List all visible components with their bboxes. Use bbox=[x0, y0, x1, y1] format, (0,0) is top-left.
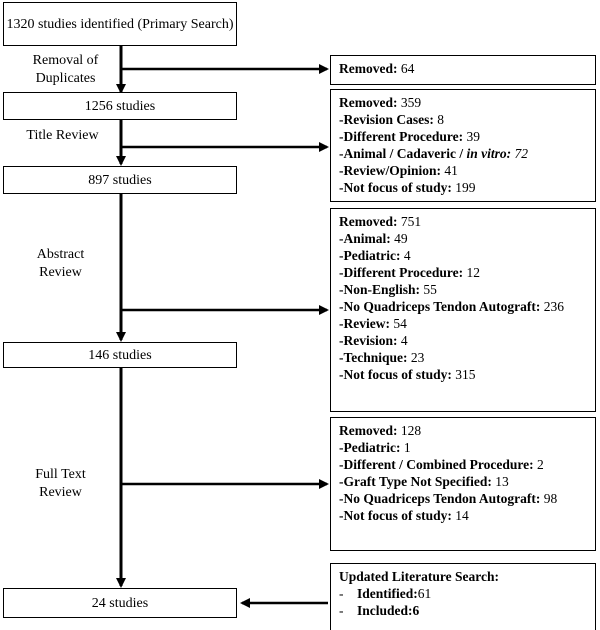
exclusion-item: -Not focus of study: 14 bbox=[339, 508, 469, 523]
exclusion-item: -Revision Cases: 8 bbox=[339, 112, 444, 127]
exclusion-item: -Different Procedure: 39 bbox=[339, 129, 480, 144]
step-label-abstract-review: Abstract Review bbox=[36, 247, 85, 280]
stage-box-after-abstract-review: 146 studies bbox=[3, 342, 237, 368]
exclusion-heading: Removed: bbox=[339, 214, 398, 229]
exclusion-box-abstract-review: Removed: 751 -Animal: 49 -Pediatric: 4 -… bbox=[330, 208, 596, 412]
stage-label: 1320 studies identified (Primary Search) bbox=[6, 16, 234, 32]
step-label-title-review: Title Review bbox=[26, 128, 99, 143]
step-label-removal-of-duplicates: Removal of Duplicates bbox=[32, 53, 99, 86]
exclusion-item: -Pediatric: 4 bbox=[339, 248, 411, 263]
exclusion-item: -Not focus of study: 315 bbox=[339, 367, 476, 382]
exclusion-item: -Different Procedure: 12 bbox=[339, 265, 480, 280]
exclusion-item: -Graft Type Not Specified: 13 bbox=[339, 474, 509, 489]
stage-box-final-included: 24 studies bbox=[3, 588, 237, 618]
exclusion-box-title-review: Removed: 359 -Revision Cases: 8 -Differe… bbox=[330, 89, 596, 202]
exclusion-total: 751 bbox=[397, 214, 422, 229]
exclusion-heading: Removed: bbox=[339, 61, 398, 76]
exclusion-item: -Revision: 4 bbox=[339, 333, 408, 348]
updated-search-item: -Identified: 61 bbox=[339, 586, 432, 601]
stage-label: 897 studies bbox=[88, 172, 152, 188]
stage-box-after-title-review: 897 studies bbox=[3, 166, 237, 194]
exclusion-heading: Removed: bbox=[339, 423, 398, 438]
exclusion-heading: Removed: bbox=[339, 95, 398, 110]
exclusion-item: -Animal: 49 bbox=[339, 231, 408, 246]
stage-label: 1256 studies bbox=[84, 98, 156, 114]
exclusion-item: -No Quadriceps Tendon Autograft: 236 bbox=[339, 299, 565, 314]
stage-box-primary-search: 1320 studies identified (Primary Search) bbox=[3, 2, 237, 46]
exclusion-item: -Different / Combined Procedure: 2 bbox=[339, 457, 544, 472]
exclusion-item: -Pediatric: 1 bbox=[339, 440, 411, 455]
exclusion-item: -Review/Opinion: 41 bbox=[339, 163, 458, 178]
stage-label: 146 studies bbox=[88, 347, 152, 363]
updated-search-box: Updated Literature Search: -Identified: … bbox=[330, 563, 596, 630]
step-label-full-text-review: Full Text Review bbox=[35, 467, 86, 500]
exclusion-item: -Non-English: 55 bbox=[339, 282, 437, 297]
exclusion-item: -Review: 54 bbox=[339, 316, 407, 331]
exclusion-item: -Technique: 23 bbox=[339, 350, 425, 365]
exclusion-box-full-text-review: Removed: 128 -Pediatric: 1 -Different / … bbox=[330, 417, 596, 551]
exclusion-total: 359 bbox=[397, 95, 422, 110]
updated-search-heading: Updated Literature Search: bbox=[339, 569, 499, 584]
exclusion-total: 128 bbox=[397, 423, 422, 438]
exclusion-total: 64 bbox=[397, 61, 415, 76]
stage-box-after-duplicates: 1256 studies bbox=[3, 92, 237, 120]
exclusion-item: -Animal / Cadaveric / in vitro: 72 bbox=[339, 146, 529, 161]
exclusion-item: -No Quadriceps Tendon Autograft: 98 bbox=[339, 491, 558, 506]
exclusion-box-duplicates: Removed: 64 bbox=[330, 55, 596, 85]
stage-label: 24 studies bbox=[91, 595, 149, 611]
exclusion-item: -Not focus of study: 199 bbox=[339, 180, 476, 195]
updated-search-item: -Included: 6 bbox=[339, 603, 420, 618]
